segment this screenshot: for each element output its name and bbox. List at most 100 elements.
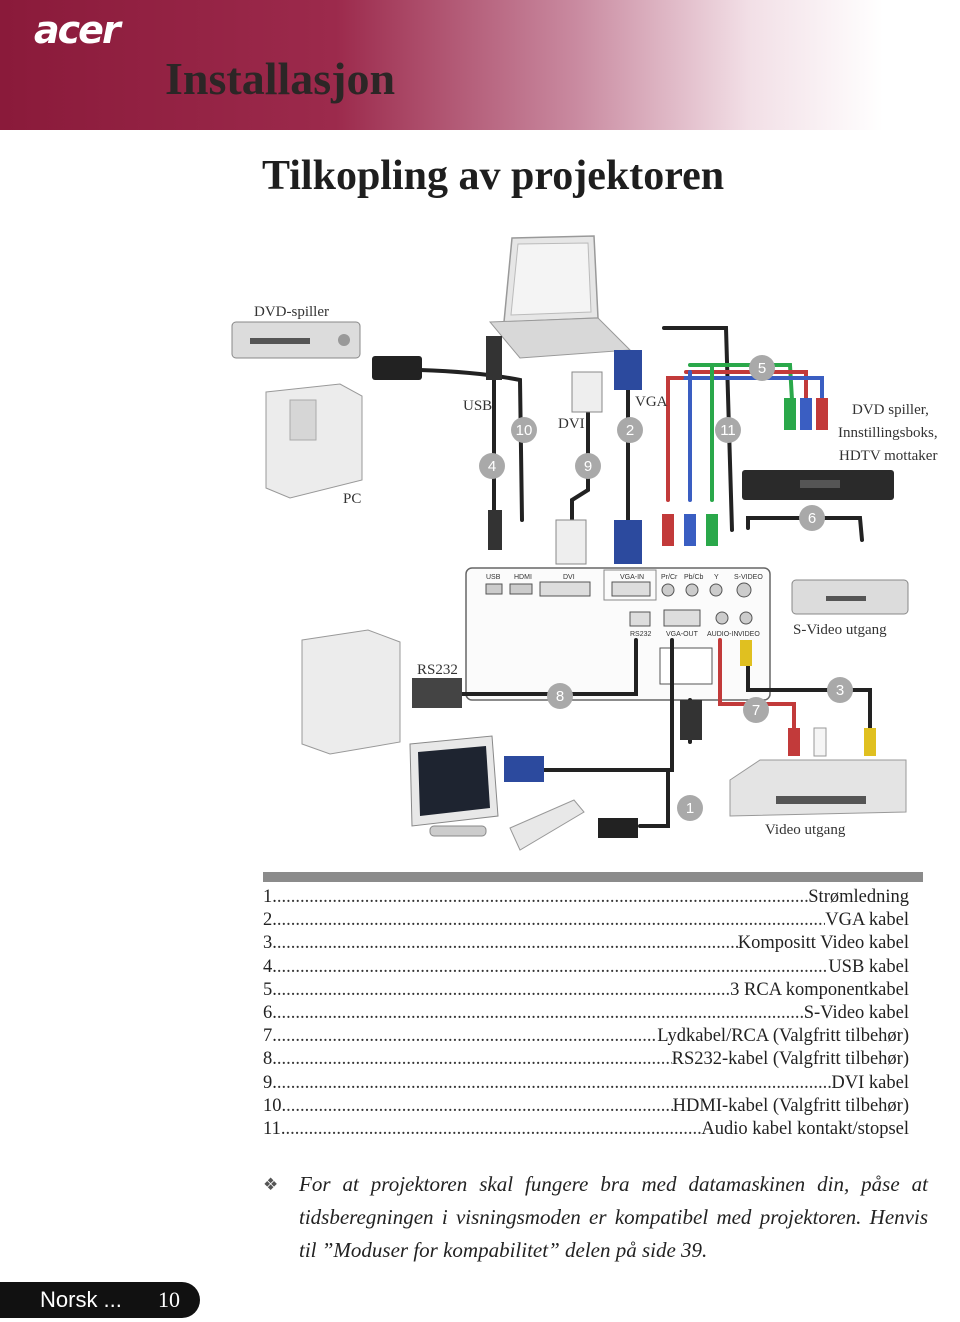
rs232-connector-icon bbox=[412, 678, 462, 708]
vga-out-connector-icon bbox=[504, 756, 544, 782]
footer-language: Norsk ... bbox=[40, 1287, 122, 1312]
port-hdmi-label: HDMI bbox=[514, 574, 532, 581]
pc-tower-lower-icon bbox=[301, 629, 401, 755]
callout-6: 6 bbox=[808, 510, 816, 527]
settop-box-icon bbox=[742, 470, 894, 500]
section-title: Installasjon bbox=[165, 53, 396, 104]
port-pr-cr-label: Pr/Cr bbox=[661, 574, 678, 581]
legend-dot-leader bbox=[277, 956, 828, 979]
legend-item: 5. 3 RCA komponentkabel bbox=[263, 979, 923, 1002]
monitor-icon bbox=[409, 735, 499, 837]
vcr-icon bbox=[729, 759, 907, 817]
port-audio-in-label: AUDIO-IN bbox=[707, 631, 739, 638]
video-out-label: Video utgang bbox=[765, 822, 846, 838]
legend-item-text: DVI kabel bbox=[831, 1072, 909, 1093]
legend-item: 11. Audio kabel kontakt/stopsel bbox=[263, 1118, 923, 1141]
callout-4: 4 bbox=[488, 458, 496, 475]
legend-item-text: Lydkabel/RCA (Valgfritt tilbehør) bbox=[657, 1026, 909, 1047]
callout-8: 8 bbox=[556, 688, 564, 705]
callout-markers: 1 2 3 4 5 6 7 8 9 10 11 bbox=[479, 355, 853, 821]
legend-dot-leader bbox=[277, 909, 825, 932]
legend-dot-leader bbox=[277, 1048, 672, 1071]
legend-item-text: USB kabel bbox=[828, 956, 909, 977]
legend-dot-leader bbox=[277, 979, 730, 1002]
header-banner: acer Installasjon bbox=[0, 0, 960, 130]
port-s-video-label: S-VIDEO bbox=[734, 574, 763, 581]
projector-panel-icon bbox=[465, 567, 771, 701]
callout-9: 9 bbox=[584, 458, 592, 475]
callout-1: 1 bbox=[686, 800, 694, 817]
legend-divider bbox=[263, 872, 923, 882]
legend-item: 3. Kompositt Video kabel bbox=[263, 932, 923, 955]
legend-item-number: 1. bbox=[263, 887, 277, 907]
legend-item: 4. USB kabel bbox=[263, 956, 923, 979]
port-y-label: Y bbox=[714, 574, 719, 581]
page-title: Tilkopling av projektoren bbox=[262, 153, 725, 199]
legend-item-text: RS232-kabel (Valgfritt tilbehør) bbox=[671, 1049, 909, 1070]
port-vga-in-label: VGA-IN bbox=[620, 574, 644, 581]
power-strip-icon bbox=[509, 799, 638, 851]
vga-connector-icon bbox=[614, 350, 642, 564]
pc-tower-icon bbox=[265, 383, 363, 499]
legend-dot-leader bbox=[277, 1002, 804, 1025]
dvd-player-label: DVD-spiller bbox=[254, 304, 329, 320]
svideo-device-icon bbox=[791, 579, 909, 615]
dvd-box-label-line1: DVD spiller, bbox=[852, 402, 929, 418]
usb-connector-icon bbox=[486, 336, 502, 550]
legend-item-number: 9. bbox=[263, 1072, 277, 1093]
laptop-icon bbox=[488, 235, 632, 359]
legend-item-number: 2. bbox=[263, 910, 277, 931]
legend-item-number: 11. bbox=[263, 1118, 286, 1139]
legend-item-number: 8. bbox=[263, 1049, 277, 1070]
dvi-connector-icon bbox=[555, 371, 603, 565]
pc-label: PC bbox=[343, 491, 361, 507]
legend-item-number: 7. bbox=[263, 1026, 277, 1047]
legend-item-text: HDMI-kabel (Valgfritt tilbehør) bbox=[672, 1095, 909, 1116]
note-text: For at projektoren skal fungere bra med … bbox=[299, 1172, 928, 1262]
power-connector-icon bbox=[680, 700, 702, 740]
usb-label: USB bbox=[463, 398, 492, 414]
legend-item: 8. RS232-kabel (Valgfritt tilbehør) bbox=[263, 1048, 923, 1071]
legend-item: 9. DVI kabel bbox=[263, 1072, 923, 1095]
legend-item-number: 5. bbox=[263, 979, 277, 1000]
legend-dot-leader bbox=[277, 1025, 657, 1048]
legend-dot-leader bbox=[277, 1072, 832, 1095]
legend-item-number: 4. bbox=[263, 956, 277, 977]
callout-2: 2 bbox=[626, 422, 634, 439]
legend-item-text: 3 RCA komponentkabel bbox=[730, 979, 909, 1000]
port-pb-cb-label: Pb/Cb bbox=[684, 574, 704, 581]
legend-dot-leader bbox=[285, 1118, 701, 1141]
legend-item-number: 3. bbox=[263, 933, 277, 954]
rs232-label: RS232 bbox=[417, 662, 458, 678]
legend-dot-leader bbox=[277, 886, 808, 909]
svideo-out-label: S-Video utgang bbox=[793, 622, 887, 638]
legend-item-number: 10. bbox=[263, 1095, 287, 1116]
dvi-label: DVI bbox=[558, 416, 585, 432]
legend-item: 10. HDMI-kabel (Valgfritt tilbehør) bbox=[263, 1095, 923, 1118]
legend-item: 2. VGA kabel bbox=[263, 909, 923, 932]
port-usb-label: USB bbox=[486, 574, 501, 581]
legend-item-text: Kompositt Video kabel bbox=[737, 933, 909, 954]
page-number: 10 bbox=[158, 1287, 180, 1312]
dvd-player-icon bbox=[231, 321, 361, 359]
legend-item: 6.S-Video kabel bbox=[263, 1002, 923, 1025]
rca-connector-icon bbox=[662, 398, 828, 546]
connection-diagram: DVD-spiller PC USB DVI VGA DVD spiller, … bbox=[231, 235, 938, 851]
diamond-bullet-icon: ❖ bbox=[263, 1175, 279, 1194]
port-dvi-label: DVI bbox=[563, 574, 575, 581]
port-video-label: VIDEO bbox=[738, 631, 760, 638]
port-rs232-label: RS232 bbox=[630, 631, 652, 638]
legend-item-text: S-Video kabel bbox=[803, 1002, 909, 1023]
legend-item-text: Audio kabel kontakt/stopsel bbox=[701, 1118, 909, 1139]
legend-dot-leader bbox=[277, 932, 738, 955]
hdmi-connector-icon bbox=[372, 356, 422, 380]
legend-dot-leader bbox=[286, 1095, 673, 1118]
dvd-box-label-line2: Innstillingsboks, bbox=[838, 425, 938, 441]
legend-item-text: VGA kabel bbox=[825, 910, 909, 931]
callout-10: 10 bbox=[516, 422, 533, 439]
callout-7: 7 bbox=[752, 702, 760, 719]
acer-logo: acer bbox=[34, 8, 121, 52]
legend-item: 1.Strømledning bbox=[263, 886, 923, 909]
